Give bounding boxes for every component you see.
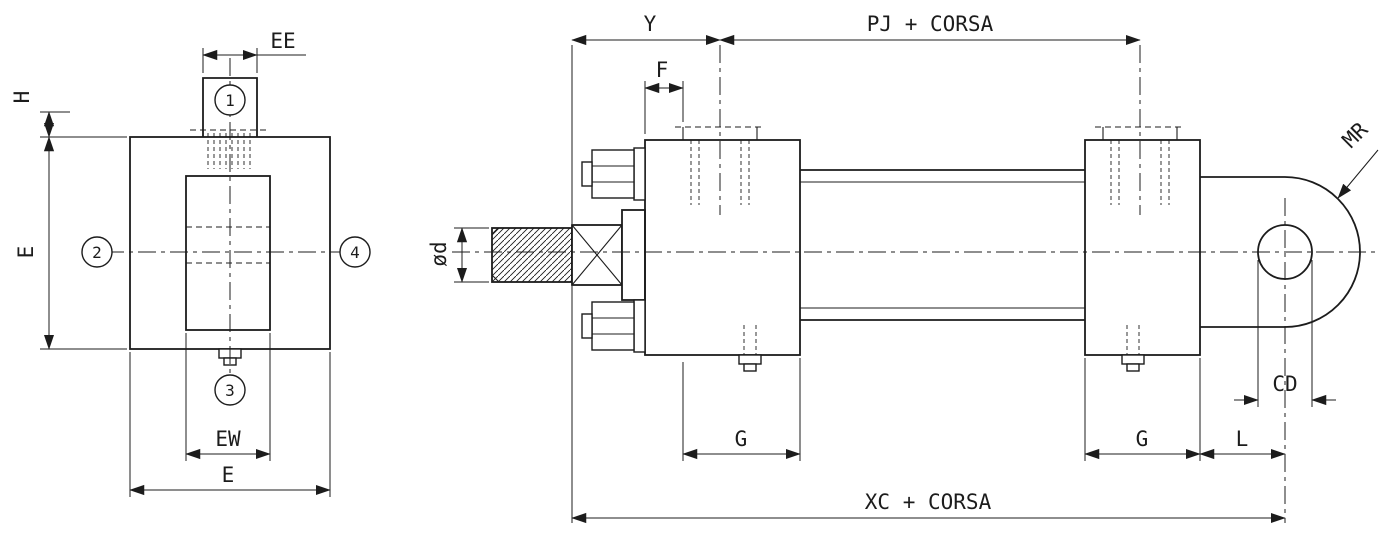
dim-y: Y (571, 12, 721, 523)
dim-g-front: G (682, 358, 801, 461)
dim-label-rod-d: ød (427, 241, 451, 266)
rear-bottom-plug (1121, 354, 1145, 372)
callout-number: 3 (225, 381, 235, 400)
dim-label-g-rear: G (1136, 427, 1149, 451)
dim-label-g-front: G (735, 427, 748, 451)
top-lug-outline (202, 77, 258, 137)
dim-label-mr: MR (1338, 117, 1373, 152)
piston-rod-thread (491, 227, 573, 283)
callout-circle (214, 374, 246, 406)
callout-number: 2 (92, 243, 102, 262)
rod-chamfer-bottom (491, 274, 500, 283)
dim-l: L (1199, 427, 1286, 460)
dim-ee: EE (202, 29, 306, 73)
callout-3: 3 (214, 374, 246, 406)
front-view: EE H E EW E 1 2 (10, 29, 371, 497)
callout-2: 2 (81, 236, 113, 268)
callout-1: 1 (214, 84, 246, 116)
dim-e-width: E (129, 352, 331, 497)
mount-inner-boss (185, 175, 271, 331)
dim-cd: CD (1234, 260, 1336, 407)
dim-rod-diameter: ød (427, 227, 489, 283)
dim-f: F (644, 58, 684, 134)
dim-label-h: H (10, 91, 34, 104)
dim-label-e-height: E (14, 246, 38, 259)
side-view-centerlines (452, 45, 1378, 523)
dim-label-cd: CD (1272, 372, 1297, 396)
rear-head (1084, 139, 1201, 356)
dim-g-rear: G (1084, 358, 1201, 461)
dim-label-pj-corsa: PJ + CORSA (867, 12, 994, 36)
front-view-centerlines (106, 58, 354, 373)
dim-label-xc-corsa: XC + CORSA (865, 490, 992, 514)
dim-label-ew: EW (215, 427, 241, 451)
front-head (644, 139, 801, 356)
callout-number: 1 (225, 91, 235, 110)
dim-label-l: L (1236, 427, 1249, 451)
tie-rod-nut-bottom (581, 299, 646, 353)
callout-number: 4 (350, 243, 360, 262)
dim-label-y: Y (644, 12, 657, 36)
callout-circle (214, 84, 246, 116)
side-view: ød Y PJ + CORSA F G G L (427, 12, 1379, 524)
dim-mr: MR (1337, 117, 1379, 199)
gland-boss (621, 209, 646, 301)
callout-circle (339, 236, 371, 268)
dim-pj-corsa: PJ + CORSA (719, 12, 1141, 46)
dim-h: H (10, 91, 127, 138)
callout-4: 4 (339, 236, 371, 268)
callout-circle (81, 236, 113, 268)
dim-ew: EW (185, 333, 271, 461)
dim-xc-corsa: XC + CORSA (571, 490, 1286, 524)
rod-chamfer-top (491, 227, 500, 236)
side-view-body (491, 127, 1361, 372)
dim-label-e-width: E (222, 463, 235, 487)
front-view-hidden-lines (186, 129, 270, 264)
dim-label-ee: EE (270, 29, 295, 53)
dim-label-f: F (656, 58, 669, 82)
front-bottom-plug (738, 354, 762, 372)
dim-e-height: E (14, 136, 127, 350)
tie-rod-nut-top (581, 147, 646, 201)
